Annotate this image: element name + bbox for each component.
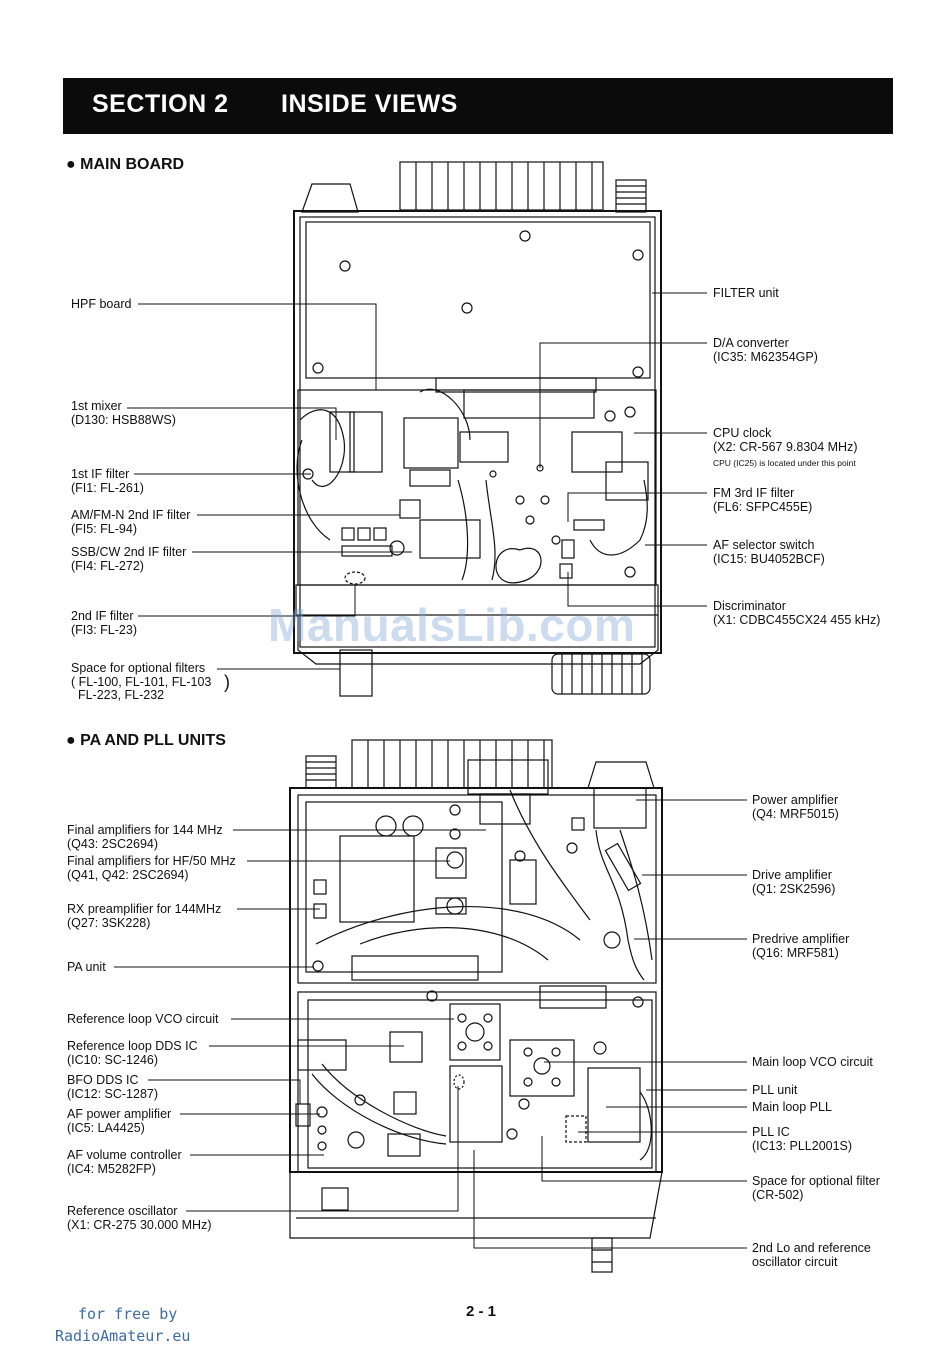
label-pll-ic: PLL IC (IC13: PLL2001S) xyxy=(752,1125,853,1153)
label-2nd-if-filter: 2nd IF filter (FI3: FL-23) xyxy=(71,609,137,637)
section-number: SECTION 2 xyxy=(92,90,229,118)
label-amfm-filter: AM/FM-N 2nd IF filter (FI5: FL-94) xyxy=(71,508,191,536)
label-af-volume: AF volume controller (IC4: M5282FP) xyxy=(67,1148,182,1176)
footer-site-link[interactable]: RadioAmateur.eu xyxy=(55,1327,191,1345)
label-1st-if-filter: 1st IF filter (FI1: FL-261) xyxy=(71,467,144,495)
label-optional-filters: Space for optional filters ( FL-100, FL-… xyxy=(71,661,212,702)
label-optional-filter-space: Space for optional filter (CR-502) xyxy=(752,1174,880,1202)
label-fm-3rd-if: FM 3rd IF filter (FL6: SFPC455E) xyxy=(713,486,813,514)
label-af-selector: AF selector switch (IC15: BU4052BCF) xyxy=(713,538,825,566)
pa-pll-title: PA AND PLL UNITS xyxy=(80,732,226,749)
section-title: INSIDE VIEWS xyxy=(281,90,458,118)
pa-pll-leader-lines xyxy=(114,799,747,1249)
pa-pll-heading: ● PA AND PLL UNITS xyxy=(66,732,226,749)
label-main-vco: Main loop VCO circuit xyxy=(752,1055,873,1069)
label-predrive-amplifier: Predrive amplifier (Q16: MRF581) xyxy=(752,932,850,960)
label-rx-preamp: RX preamplifier for 144MHz (Q27: 3SK228) xyxy=(67,902,222,930)
label-drive-amplifier: Drive amplifier (Q1: 2SK2596) xyxy=(752,868,836,896)
label-cpu-clock: CPU clock (X2: CR-567 9.8304 MHz) xyxy=(713,426,858,454)
optional-filters-close-paren: ) xyxy=(224,672,230,692)
label-filter-unit: FILTER unit xyxy=(713,286,779,300)
label-pll-unit: PLL unit xyxy=(752,1083,798,1097)
label-bfo-dds: BFO DDS IC (IC12: SC-1287) xyxy=(67,1073,159,1101)
main-board-leader-lines xyxy=(127,292,707,670)
label-final-hf50: Final amplifiers for HF/50 MHz (Q41, Q42… xyxy=(67,854,236,882)
label-main-loop-pll: Main loop PLL xyxy=(752,1100,832,1114)
label-1st-mixer: 1st mixer (D130: HSB88WS) xyxy=(71,399,176,427)
label-discriminator: Discriminator (X1: CDBC455CX24 455 kHz) xyxy=(713,599,881,627)
label-2nd-lo: 2nd Lo and reference oscillator circuit xyxy=(752,1241,871,1269)
label-ref-dds: Reference loop DDS IC (IC10: SC-1246) xyxy=(67,1039,198,1067)
footer-free-text: for free by xyxy=(78,1305,178,1323)
watermark: ManualsLib.com xyxy=(268,599,636,651)
label-cpu-note: CPU (IC25) is located under this point xyxy=(713,458,856,468)
label-da-converter: D/A converter (IC35: M62354GP) xyxy=(713,336,818,364)
label-power-amplifier: Power amplifier (Q4: MRF5015) xyxy=(752,793,839,821)
label-ref-vco: Reference loop VCO circuit xyxy=(67,1012,219,1026)
label-final-144: Final amplifiers for 144 MHz (Q43: 2SC26… xyxy=(67,823,223,851)
pa-pll-drawing xyxy=(289,739,663,1273)
label-af-power: AF power amplifier (IC5: LA4425) xyxy=(67,1107,172,1135)
main-board-heading: ● MAIN BOARD xyxy=(66,156,185,173)
section-header-bar xyxy=(63,78,893,134)
page-number: 2 - 1 xyxy=(466,1303,497,1320)
main-board-drawing xyxy=(293,161,662,697)
main-board-title: MAIN BOARD xyxy=(80,156,185,173)
label-ssbcw-filter: SSB/CW 2nd IF filter (FI4: FL-272) xyxy=(71,545,187,573)
label-pa-unit: PA unit xyxy=(67,960,106,974)
label-hpf-board: HPF board xyxy=(71,297,132,311)
label-ref-oscillator: Reference oscillator (X1: CR-275 30.000 … xyxy=(67,1204,212,1232)
